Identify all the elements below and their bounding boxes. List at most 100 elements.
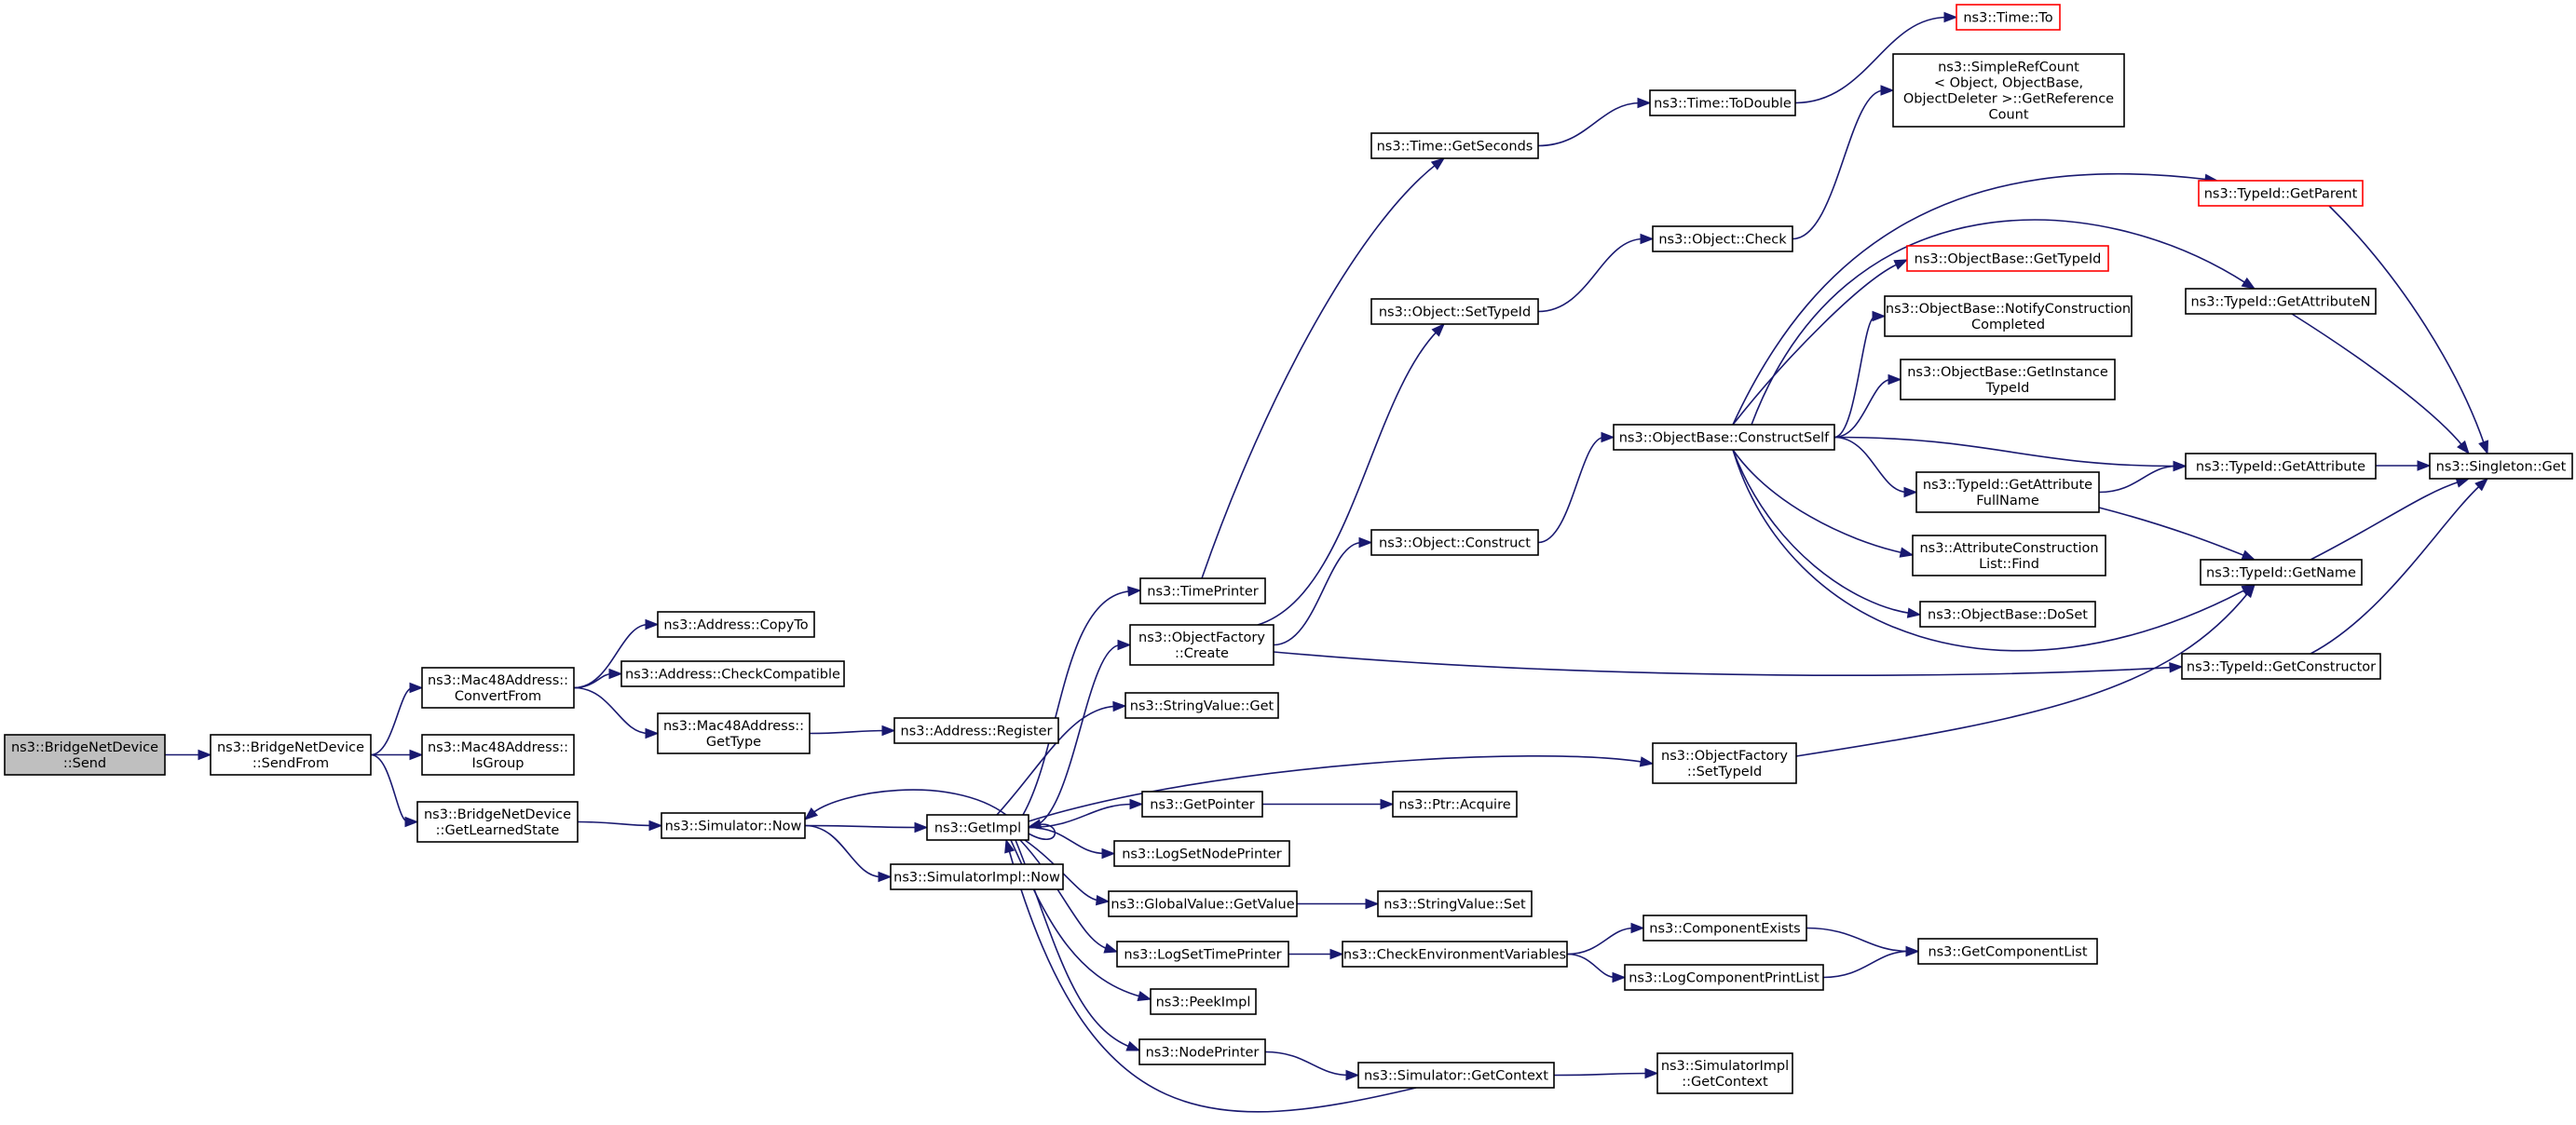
node-typeidgetconstructor[interactable]: ns3::TypeId::GetConstructor xyxy=(2181,653,2381,680)
node-box-register[interactable] xyxy=(893,717,1059,744)
node-simimplnow[interactable]: ns3::SimulatorImpl::Now xyxy=(890,863,1064,890)
node-box-logcomponentprintlist[interactable] xyxy=(1624,964,1824,991)
node-logsettimeprinter[interactable]: ns3::LogSetTimePrinter xyxy=(1116,941,1289,968)
node-copyto[interactable]: ns3::Address::CopyTo xyxy=(657,611,815,638)
node-register[interactable]: ns3::Address::Register xyxy=(893,717,1059,744)
node-getrefcount[interactable]: ns3::SimpleRefCount< Object, ObjectBase,… xyxy=(1892,53,2125,128)
node-ofsettypeid[interactable]: ns3::ObjectFactory::SetTypeId xyxy=(1652,742,1797,784)
node-box-ptracquire[interactable] xyxy=(1392,791,1518,818)
node-getlearnedstate[interactable]: ns3::BridgeNetDevice::GetLearnedState xyxy=(416,801,579,843)
node-box-copyto[interactable] xyxy=(657,611,815,638)
node-box-attrconstructionlistfind[interactable] xyxy=(1912,535,2106,576)
node-box-simimplgetcontext[interactable] xyxy=(1656,1052,1793,1094)
node-obdoset[interactable]: ns3::ObjectBase::DoSet xyxy=(1919,601,2096,628)
node-box-gettype[interactable] xyxy=(657,712,811,754)
node-convertfrom[interactable]: ns3::Mac48Address::ConvertFrom xyxy=(421,667,575,709)
node-getcomponentlist[interactable]: ns3::GetComponentList xyxy=(1917,938,2098,965)
node-box-getimpl[interactable] xyxy=(926,814,1029,841)
node-peekimpl[interactable]: ns3::PeekImpl xyxy=(1150,988,1257,1015)
node-notifyconstruction[interactable]: ns3::ObjectBase::NotifyConstructionCompl… xyxy=(1884,295,2133,337)
node-box-checkcompatible[interactable] xyxy=(620,660,845,687)
node-ofcreate[interactable]: ns3::ObjectFactory::Create xyxy=(1129,624,1274,666)
node-objcheck[interactable]: ns3::Object::Check xyxy=(1652,225,1793,252)
node-checkcompatible[interactable]: ns3::Address::CheckCompatible xyxy=(620,660,845,687)
node-box-notifyconstruction[interactable] xyxy=(1884,295,2133,337)
node-typeidgetattributen[interactable]: ns3::TypeId::GetAttributeN xyxy=(2185,288,2377,315)
node-componentexists[interactable]: ns3::ComponentExists xyxy=(1642,915,1807,942)
node-box-typeidgetname[interactable] xyxy=(2200,559,2363,586)
node-nodeprinter[interactable]: ns3::NodePrinter xyxy=(1138,1038,1266,1065)
node-box-timeprinter[interactable] xyxy=(1139,577,1266,604)
node-box-timetodouble[interactable] xyxy=(1649,89,1796,116)
node-typeidgetattribute[interactable]: ns3::TypeId::GetAttribute xyxy=(2185,453,2377,480)
node-box-obdoset[interactable] xyxy=(1919,601,2096,628)
node-stringvalueget[interactable]: ns3::StringValue::Get xyxy=(1124,692,1279,719)
node-getpointer[interactable]: ns3::GetPointer xyxy=(1141,791,1263,818)
node-checkenv[interactable]: ns3::CheckEnvironmentVariables xyxy=(1342,941,1568,968)
node-box-typeidgetattribute[interactable] xyxy=(2185,453,2377,480)
node-getimpl[interactable]: ns3::GetImpl xyxy=(926,814,1029,841)
node-box-getrefcount[interactable] xyxy=(1892,53,2125,128)
node-simgetcontext[interactable]: ns3::Simulator::GetContext xyxy=(1357,1062,1555,1089)
node-gettype[interactable]: ns3::Mac48Address::GetType xyxy=(657,712,811,754)
node-ptracquire[interactable]: ns3::Ptr::Acquire xyxy=(1392,791,1518,818)
node-isgroup[interactable]: ns3::Mac48Address::IsGroup xyxy=(421,734,575,776)
node-logsetnodeprinter[interactable]: ns3::LogSetNodePrinter xyxy=(1113,840,1290,867)
node-box-ofsettypeid[interactable] xyxy=(1652,742,1797,784)
node-obgettypeid[interactable]: ns3::ObjectBase::GetTypeId xyxy=(1906,245,2109,272)
node-box-logsettimeprinter[interactable] xyxy=(1116,941,1289,968)
node-logcomponentprintlist[interactable]: ns3::LogComponentPrintList xyxy=(1624,964,1824,991)
node-box-typeidgetparent[interactable] xyxy=(2198,180,2364,207)
node-typeidgetname[interactable]: ns3::TypeId::GetName xyxy=(2200,559,2363,586)
node-box-objsettypeid[interactable] xyxy=(1370,298,1539,325)
node-stringvalueset[interactable]: ns3::StringValue::Set xyxy=(1377,890,1533,917)
node-send[interactable]: ns3::BridgeNetDevice::Send xyxy=(4,734,166,776)
node-box-getattributefullname[interactable] xyxy=(1915,471,2100,513)
node-box-stringvalueset[interactable] xyxy=(1377,890,1533,917)
node-box-stringvalueget[interactable] xyxy=(1124,692,1279,719)
node-timeprinter[interactable]: ns3::TimePrinter xyxy=(1139,577,1266,604)
node-singletonget[interactable]: ns3::Singleton::Get xyxy=(2429,453,2573,480)
node-box-logsetnodeprinter[interactable] xyxy=(1113,840,1290,867)
node-box-convertfrom[interactable] xyxy=(421,667,575,709)
node-box-getinstancetypeid[interactable] xyxy=(1900,359,2116,400)
node-timegetseconds[interactable]: ns3::Time::GetSeconds xyxy=(1370,132,1539,159)
node-box-obgettypeid[interactable] xyxy=(1906,245,2109,272)
node-objsettypeid[interactable]: ns3::Object::SetTypeId xyxy=(1370,298,1539,325)
node-box-objconstruct[interactable] xyxy=(1370,529,1539,556)
node-box-nodeprinter[interactable] xyxy=(1138,1038,1266,1065)
node-box-timeto[interactable] xyxy=(1956,4,2061,31)
node-constructself[interactable]: ns3::ObjectBase::ConstructSelf xyxy=(1613,424,1835,451)
node-box-send[interactable] xyxy=(4,734,166,776)
node-box-sendfrom[interactable] xyxy=(210,734,372,776)
node-box-componentexists[interactable] xyxy=(1642,915,1807,942)
node-objconstruct[interactable]: ns3::Object::Construct xyxy=(1370,529,1539,556)
node-globalvaluegetvalue[interactable]: ns3::GlobalValue::GetValue xyxy=(1108,890,1298,917)
node-box-constructself[interactable] xyxy=(1613,424,1835,451)
node-box-checkenv[interactable] xyxy=(1342,941,1568,968)
node-box-simimplnow[interactable] xyxy=(890,863,1064,890)
node-box-getlearnedstate[interactable] xyxy=(416,801,579,843)
node-box-isgroup[interactable] xyxy=(421,734,575,776)
node-box-peekimpl[interactable] xyxy=(1150,988,1257,1015)
node-box-getcomponentlist[interactable] xyxy=(1917,938,2098,965)
node-box-simgetcontext[interactable] xyxy=(1357,1062,1555,1089)
node-timeto[interactable]: ns3::Time::To xyxy=(1956,4,2061,31)
node-simimplgetcontext[interactable]: ns3::SimulatorImpl::GetContext xyxy=(1656,1052,1793,1094)
node-typeidgetparent[interactable]: ns3::TypeId::GetParent xyxy=(2198,180,2364,207)
node-box-typeidgetattributen[interactable] xyxy=(2185,288,2377,315)
node-box-timegetseconds[interactable] xyxy=(1370,132,1539,159)
node-box-getpointer[interactable] xyxy=(1141,791,1263,818)
node-box-simnow[interactable] xyxy=(661,812,806,839)
node-box-globalvaluegetvalue[interactable] xyxy=(1108,890,1298,917)
node-simnow[interactable]: ns3::Simulator::Now xyxy=(661,812,806,839)
node-box-typeidgetconstructor[interactable] xyxy=(2181,653,2381,680)
node-box-singletonget[interactable] xyxy=(2429,453,2573,480)
node-box-objcheck[interactable] xyxy=(1652,225,1793,252)
node-box-ofcreate[interactable] xyxy=(1129,624,1274,666)
node-sendfrom[interactable]: ns3::BridgeNetDevice::SendFrom xyxy=(210,734,372,776)
node-timetodouble[interactable]: ns3::Time::ToDouble xyxy=(1649,89,1796,116)
